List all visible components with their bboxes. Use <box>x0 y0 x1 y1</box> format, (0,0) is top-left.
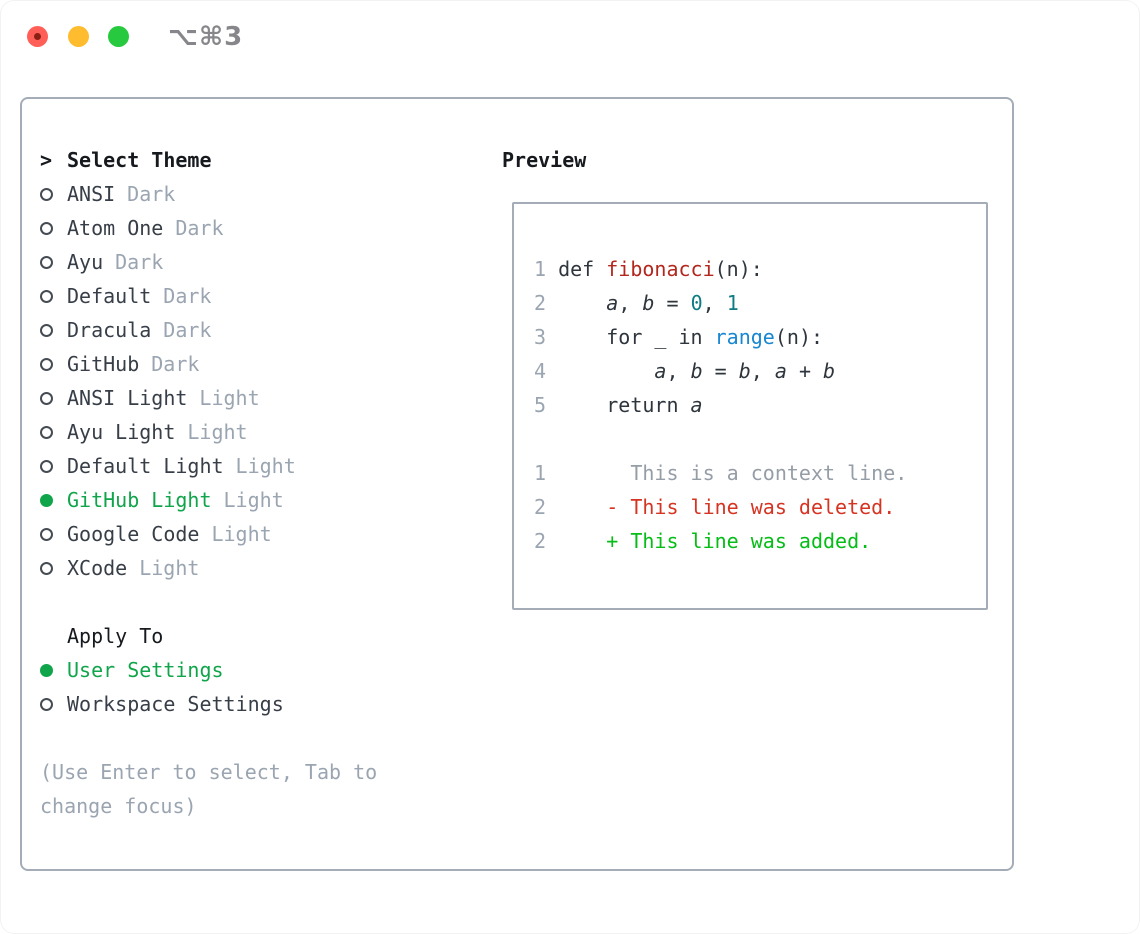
theme-option-google-code[interactable]: Google Code Light <box>40 517 432 551</box>
preview-line: 2 + This line was added. <box>534 529 872 553</box>
radio-icon <box>40 357 53 371</box>
keyboard-hint: (Use Enter to select, Tab to change focu… <box>40 760 378 818</box>
theme-option-default-dark[interactable]: Default Dark <box>40 279 432 313</box>
radio-icon <box>40 459 53 473</box>
preview-line: 1 def fibonacci(n): <box>534 257 763 281</box>
preview-line: 4 a, b = b, a + b <box>534 359 836 383</box>
radio-selected-icon <box>40 493 53 507</box>
preview-line: 1 This is a context line. <box>534 461 908 485</box>
apply-to-header-row: Apply To <box>40 619 432 653</box>
apply-option-user-settings[interactable]: User Settings <box>40 653 432 687</box>
prompt-caret-icon: > <box>40 148 53 172</box>
apply-option-workspace-settings[interactable]: Workspace Settings <box>40 687 432 721</box>
radio-icon <box>40 527 53 541</box>
apply-to-header: Apply To <box>67 624 164 648</box>
spacer <box>40 585 432 619</box>
theme-option-github-dark[interactable]: GitHub Dark <box>40 347 432 381</box>
preview-line: 3 for _ in range(n): <box>534 325 824 349</box>
radio-icon <box>40 425 53 439</box>
radio-icon <box>40 221 53 235</box>
preview-box: 1 def fibonacci(n): 2 a, b = 0, 1 3 for _ … <box>512 202 988 610</box>
preview-header: Preview <box>502 148 587 172</box>
select-theme-header-row: > Select Theme <box>40 143 432 177</box>
maximize-button[interactable] <box>108 26 129 47</box>
window-title: ⌥⌘3 <box>168 22 244 52</box>
preview-line: 2 a, b = 0, 1 <box>534 291 739 315</box>
theme-option-github-light[interactable]: GitHub Light Light <box>40 483 432 517</box>
theme-picker-panel: > Select Theme ANSI Dark Atom One Dark A… <box>20 97 1014 871</box>
radio-icon <box>40 697 53 711</box>
radio-icon <box>40 323 53 337</box>
radio-icon <box>40 561 53 575</box>
theme-option-ayu-dark[interactable]: Ayu Dark <box>40 245 432 279</box>
theme-option-atom-one-dark[interactable]: Atom One Dark <box>40 211 432 245</box>
radio-selected-icon <box>40 663 53 677</box>
theme-option-xcode[interactable]: XCode Light <box>40 551 432 585</box>
theme-option-ansi-light[interactable]: ANSI Light Light <box>40 381 432 415</box>
radio-icon <box>40 391 53 405</box>
theme-option-default-light[interactable]: Default Light Light <box>40 449 432 483</box>
theme-option-dracula-dark[interactable]: Dracula Dark <box>40 313 432 347</box>
close-button[interactable] <box>27 26 48 47</box>
record-dot-icon <box>34 33 41 40</box>
theme-list: > Select Theme ANSI Dark Atom One Dark A… <box>40 143 432 823</box>
minimize-button[interactable] <box>68 26 89 47</box>
select-theme-header: Select Theme <box>67 148 212 172</box>
theme-option-ansi-dark[interactable]: ANSI Dark <box>40 177 432 211</box>
preview-line: 5 return a <box>534 393 703 417</box>
radio-icon <box>40 255 53 269</box>
titlebar: ⌥⌘3 <box>0 0 1140 75</box>
blank-line <box>534 422 986 456</box>
radio-icon <box>40 187 53 201</box>
preview-line: 2 - This line was deleted. <box>534 495 896 519</box>
radio-icon <box>40 289 53 303</box>
theme-option-ayu-light[interactable]: Ayu Light Light <box>40 415 432 449</box>
